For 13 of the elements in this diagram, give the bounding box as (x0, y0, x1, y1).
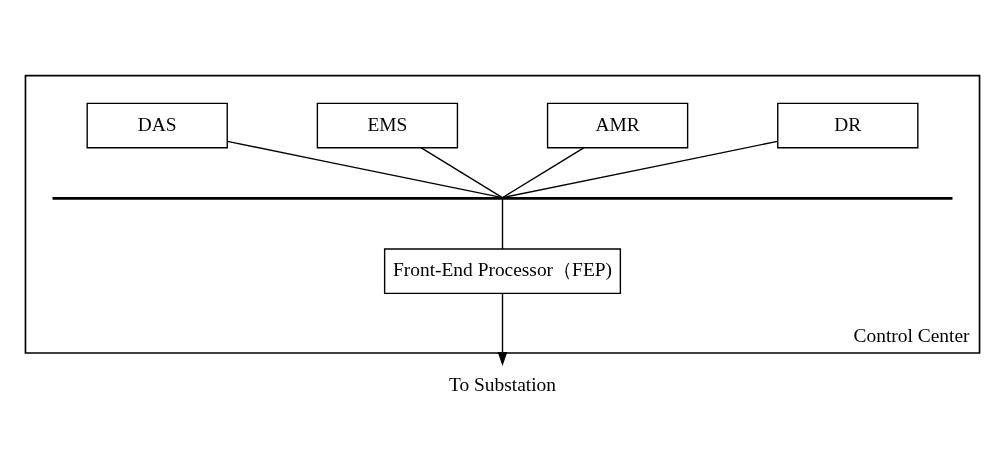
node-box: AMR (546, 102, 689, 149)
connector (501, 140, 779, 199)
connector (226, 140, 504, 199)
node-box: DR (777, 102, 919, 149)
connector (501, 147, 585, 199)
node-text: To Substation (449, 374, 556, 396)
connector (501, 198, 504, 250)
node-box: DAS (86, 102, 228, 149)
node-box: Front-End Processor（FEP) (383, 248, 622, 295)
arrow (497, 293, 508, 366)
connector (420, 147, 504, 199)
node-bar (52, 196, 953, 200)
node-box: EMS (316, 102, 459, 149)
